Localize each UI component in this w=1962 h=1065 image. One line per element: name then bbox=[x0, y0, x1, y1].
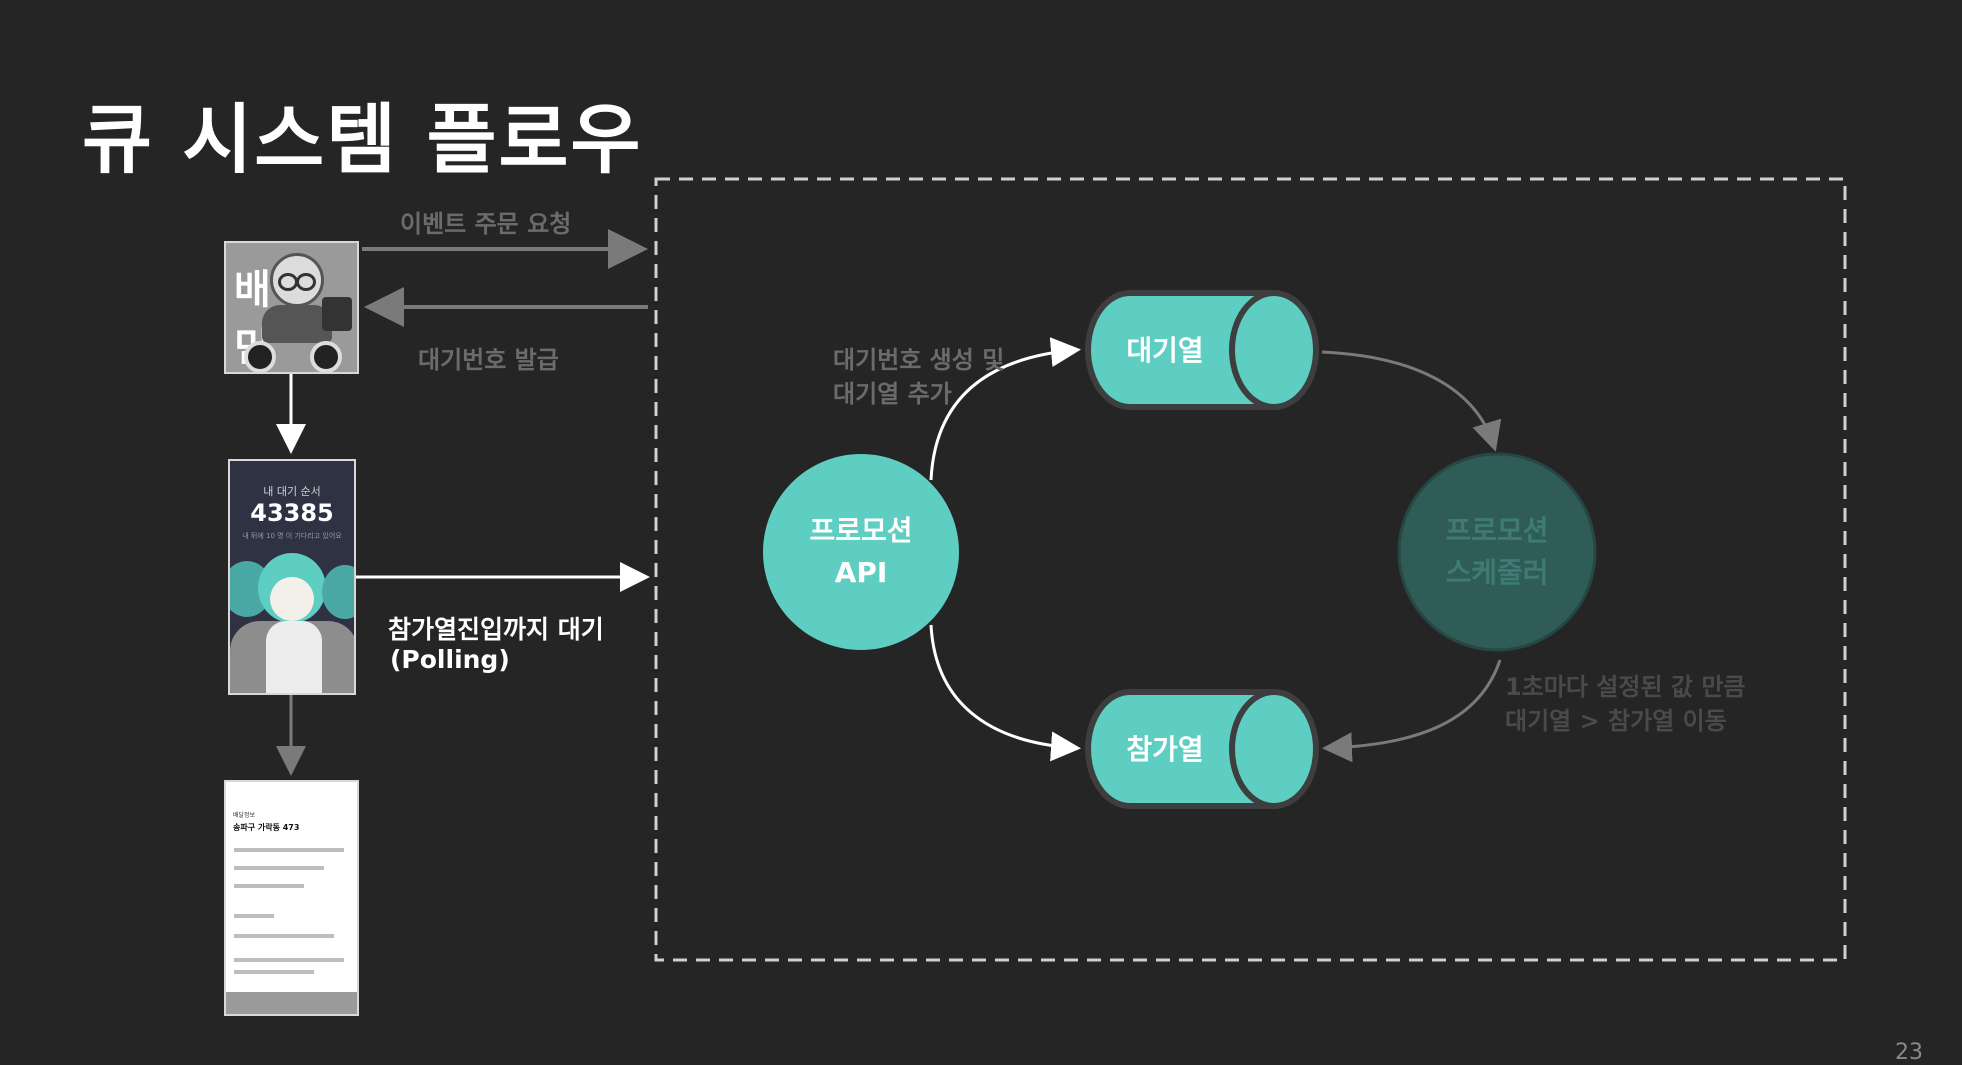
baemin-app-thumbnail: 배 민 bbox=[224, 241, 359, 374]
queue-number: 43385 bbox=[250, 499, 334, 527]
form-line bbox=[234, 958, 344, 962]
delivery-box-icon bbox=[322, 297, 352, 331]
promotion-api-node bbox=[763, 454, 959, 650]
promotion-api-label-1: 프로모션 bbox=[809, 514, 912, 547]
form-line bbox=[234, 866, 324, 870]
glasses-icon bbox=[296, 273, 316, 291]
form-line bbox=[234, 970, 314, 974]
waiting-to-scheduler-arrow bbox=[1321, 350, 1502, 452]
wheel-icon bbox=[310, 341, 342, 372]
order-address: 송파구 가락동 473 bbox=[233, 823, 300, 832]
wheel-icon bbox=[244, 341, 276, 372]
rider-jacket-icon bbox=[266, 621, 322, 693]
form-line bbox=[234, 934, 334, 938]
queue-screen-thumbnail: 내 대기 순서 43385 내 뒤에 10 명 이 기다리고 있어요 bbox=[228, 459, 356, 695]
api-to-participant-arrow bbox=[929, 624, 1081, 762]
polling-label: (Polling) bbox=[390, 645, 510, 674]
participant-queue-node bbox=[1085, 689, 1319, 809]
create-queue-number-label: 대기번호 생성 및 bbox=[833, 346, 1005, 374]
scheduler-to-participant-arrow bbox=[1322, 659, 1502, 763]
queue-to-participant-label: 대기열 > 참가열 이동 bbox=[1505, 707, 1727, 735]
page-number: 23 bbox=[1895, 1040, 1923, 1065]
queue-order-label: 내 대기 순서 bbox=[263, 485, 321, 498]
add-to-queue-label: 대기열 추가 bbox=[833, 380, 952, 408]
wait-until-enter-label: 참가열진입까지 대기 bbox=[388, 615, 604, 644]
waiting-queue-label: 대기열 bbox=[1126, 334, 1203, 367]
promotion-api-label-2: API bbox=[835, 556, 888, 589]
scheduler-label-2: 스케줄러 bbox=[1445, 556, 1548, 589]
order-delivery-label: 배달정보 bbox=[233, 812, 256, 819]
event-order-request-label: 이벤트 주문 요청 bbox=[400, 210, 572, 238]
queue-note: 내 뒤에 10 명 이 기다리고 있어요 bbox=[242, 532, 342, 540]
order-submit-button bbox=[226, 992, 357, 1014]
rider-face-icon bbox=[270, 577, 314, 621]
form-line bbox=[234, 848, 344, 852]
promotion-scheduler-node bbox=[1397, 452, 1597, 652]
system-boundary bbox=[654, 177, 1847, 962]
participant-queue-label: 참가열 bbox=[1126, 733, 1203, 766]
waiting-queue-node bbox=[1085, 290, 1319, 410]
order-screen-thumbnail: 배달정보 송파구 가락동 473 bbox=[224, 780, 359, 1016]
rider-body-icon bbox=[262, 305, 332, 343]
form-line bbox=[234, 914, 274, 918]
scheduler-label-1: 프로모션 bbox=[1445, 514, 1548, 547]
api-to-waiting-arrow bbox=[929, 337, 1081, 481]
form-line bbox=[234, 884, 304, 888]
queue-number-issue-label: 대기번호 발급 bbox=[418, 346, 559, 374]
rider-helmet-icon bbox=[322, 565, 354, 619]
every-second-label: 1초마다 설정된 값 만큼 bbox=[1505, 673, 1746, 701]
page-title: 큐 시스템 플로우 bbox=[82, 95, 643, 184]
